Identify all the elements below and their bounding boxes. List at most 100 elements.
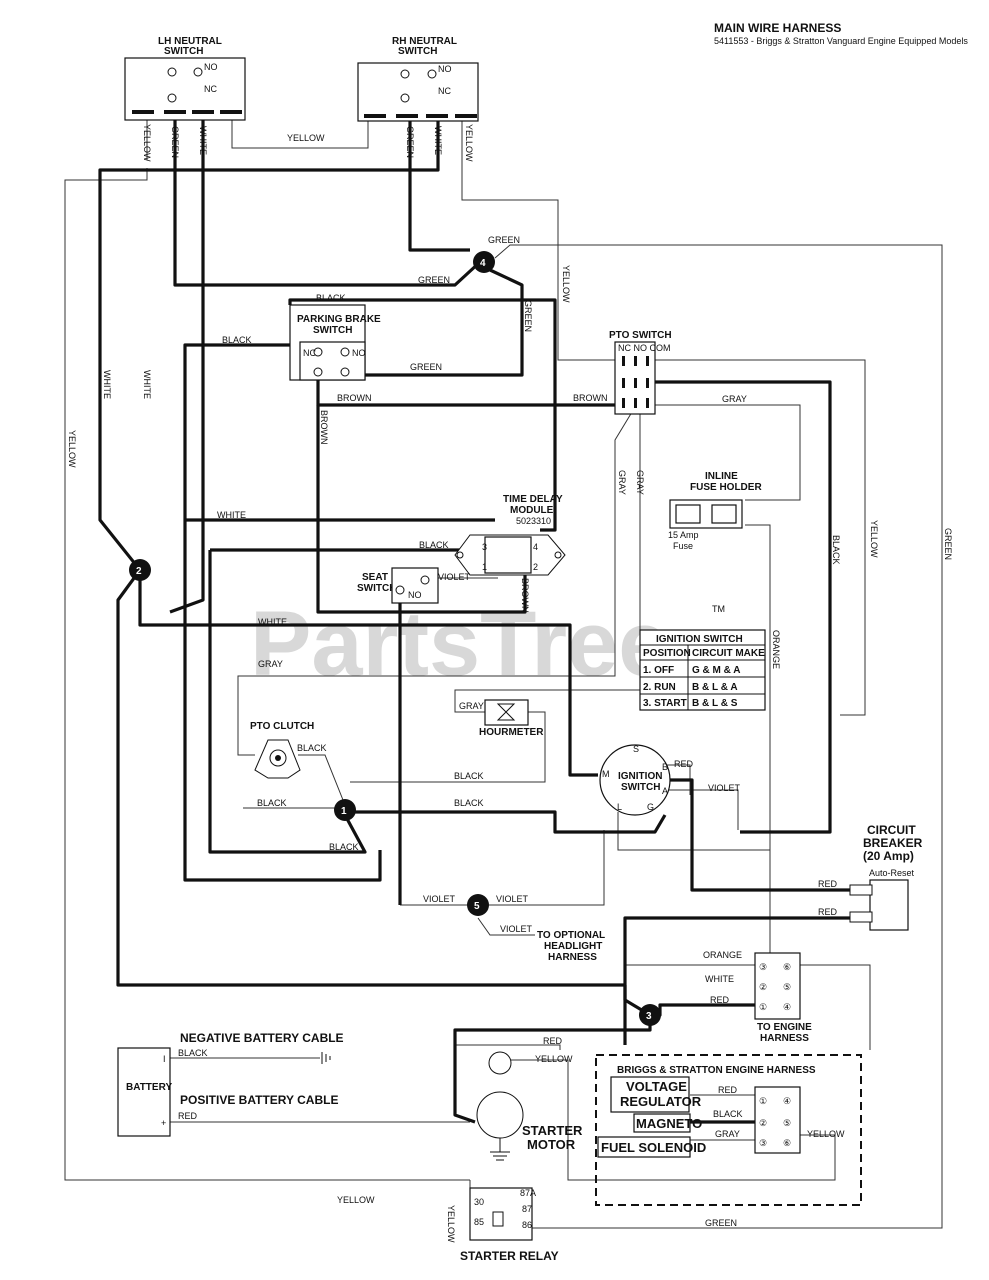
ground-icon [490,1138,510,1161]
svg-text:GREEN: GREEN [705,1218,737,1228]
svg-text:NO: NO [408,590,422,600]
svg-text:NO: NO [204,62,218,72]
connector-1: 1 [334,799,356,821]
svg-text:WHITE: WHITE [217,510,246,520]
svg-text:SWITCH: SWITCH [357,583,396,594]
svg-text:NC: NC [204,84,217,94]
svg-text:VOLTAGE: VOLTAGE [626,1079,687,1094]
svg-text:RED: RED [718,1085,738,1095]
svg-text:GRAY: GRAY [258,659,283,669]
svg-text:YELLOW: YELLOW [535,1054,573,1064]
svg-text:3. START: 3. START [643,698,687,709]
lh-neutral-switch: LH NEUTRAL SWITCH NO NC [124,36,246,121]
time-delay-module: TIME DELAY MODULE 5023310 3 4 1 2 [454,494,566,576]
circuit-breaker: CIRCUIT BREAKER (20 Amp) Auto-Reset [849,823,923,931]
svg-text:BLACK: BLACK [454,771,484,781]
svg-text:VIOLET: VIOLET [496,894,529,904]
svg-text:15 Amp: 15 Amp [668,530,699,540]
svg-text:BLACK: BLACK [831,535,841,565]
svg-text:NC: NC [438,86,451,96]
svg-text:RED: RED [543,1036,563,1046]
svg-text:VIOLET: VIOLET [708,783,741,793]
svg-text:BROWN: BROWN [319,410,329,445]
svg-text:85: 85 [474,1217,484,1227]
svg-text:YELLOW: YELLOW [337,1195,375,1205]
svg-text:3: 3 [482,542,487,552]
svg-text:NO: NO [352,348,366,358]
svg-text:YELLOW: YELLOW [67,430,77,468]
pto-switch: PTO SWITCH NC NO COM [609,330,672,415]
svg-text:1: 1 [482,562,487,572]
svg-text:SEAT: SEAT [362,572,388,583]
watermark: PartsTree [250,593,669,695]
svg-text:BATTERY: BATTERY [126,1082,172,1093]
svg-text:ORANGE: ORANGE [703,950,742,960]
svg-text:RED: RED [818,879,838,889]
svg-text:L: L [617,802,622,812]
svg-text:I: I [163,1054,166,1064]
svg-text:SWITCH: SWITCH [313,325,352,336]
svg-text:+: + [161,1118,166,1128]
svg-text:STARTER: STARTER [522,1123,583,1138]
svg-text:G & M & A: G & M & A [692,665,741,676]
svg-text:GREEN: GREEN [410,362,442,372]
svg-text:SWITCH: SWITCH [398,46,437,57]
svg-text:87: 87 [522,1204,532,1214]
svg-text:YELLOW: YELLOW [807,1129,845,1139]
battery: NEGATIVE BATTERY CABLE POSITIVE BATTERY … [117,1031,344,1137]
svg-text:⑥: ⑥ [783,1138,791,1148]
svg-text:YELLOW: YELLOW [142,124,152,162]
svg-text:4: 4 [533,542,538,552]
svg-text:2: 2 [136,566,142,577]
svg-text:BLACK: BLACK [419,540,449,550]
pto-clutch: PTO CLUTCH [250,721,314,779]
svg-text:GREEN: GREEN [523,300,533,332]
svg-text:2: 2 [533,562,538,572]
svg-text:CIRCUIT: CIRCUIT [867,823,916,837]
page-subtitle: 5411553 - Briggs & Stratton Vanguard Eng… [714,36,968,46]
starter-relay: 30 87A 87 85 86 STARTER RELAY [460,1187,559,1263]
ignition-table: IGNITION SWITCH POSITION CIRCUIT MAKE 1.… [639,629,766,711]
svg-text:IGNITION SWITCH: IGNITION SWITCH [656,634,743,645]
svg-text:SWITCH: SWITCH [621,782,660,793]
bs-engine-harness: BRIGGS & STRATTON ENGINE HARNESS VOLTAGE… [595,1054,862,1206]
svg-text:Fuse: Fuse [673,541,693,551]
svg-text:WHITE: WHITE [142,370,152,399]
svg-text:30: 30 [474,1197,484,1207]
svg-text:BLACK: BLACK [454,798,484,808]
svg-text:STARTER RELAY: STARTER RELAY [460,1249,559,1263]
svg-text:⑤: ⑤ [783,982,791,992]
svg-text:TO OPTIONAL: TO OPTIONAL [537,930,605,941]
svg-text:1: 1 [341,806,347,817]
thick-wires [98,118,850,1124]
svg-text:YELLOW: YELLOW [561,265,571,303]
svg-text:GREEN: GREEN [170,126,180,158]
svg-text:GREEN: GREEN [418,275,450,285]
svg-text:RED: RED [710,995,730,1005]
svg-text:MOTOR: MOTOR [527,1137,576,1152]
svg-text:②: ② [759,982,767,992]
svg-text:BLACK: BLACK [178,1048,208,1058]
connector-2: 2 [129,559,151,581]
svg-text:WHITE: WHITE [433,126,443,155]
svg-text:BROWN: BROWN [520,578,530,613]
svg-text:G: G [647,802,654,812]
svg-text:POSITION: POSITION [643,648,691,659]
rh-neutral-switch: RH NEUTRAL SWITCH NO NC [357,36,479,122]
svg-text:YELLOW: YELLOW [869,520,879,558]
svg-text:BLACK: BLACK [257,798,287,808]
svg-text:A: A [662,786,668,796]
svg-text:MODULE: MODULE [510,505,554,516]
svg-text:B & L & A: B & L & A [692,682,738,693]
svg-text:③: ③ [759,1138,767,1148]
svg-text:TO ENGINE: TO ENGINE [757,1022,812,1033]
svg-text:GREEN: GREEN [943,528,953,560]
svg-text:GREEN: GREEN [488,235,520,245]
svg-text:GRAY: GRAY [635,470,645,495]
svg-text:RH NEUTRAL: RH NEUTRAL [392,36,457,47]
svg-text:1. OFF: 1. OFF [643,665,674,676]
svg-text:⑤: ⑤ [783,1118,791,1128]
svg-text:WHITE: WHITE [258,617,287,627]
svg-text:①: ① [759,1096,767,1106]
